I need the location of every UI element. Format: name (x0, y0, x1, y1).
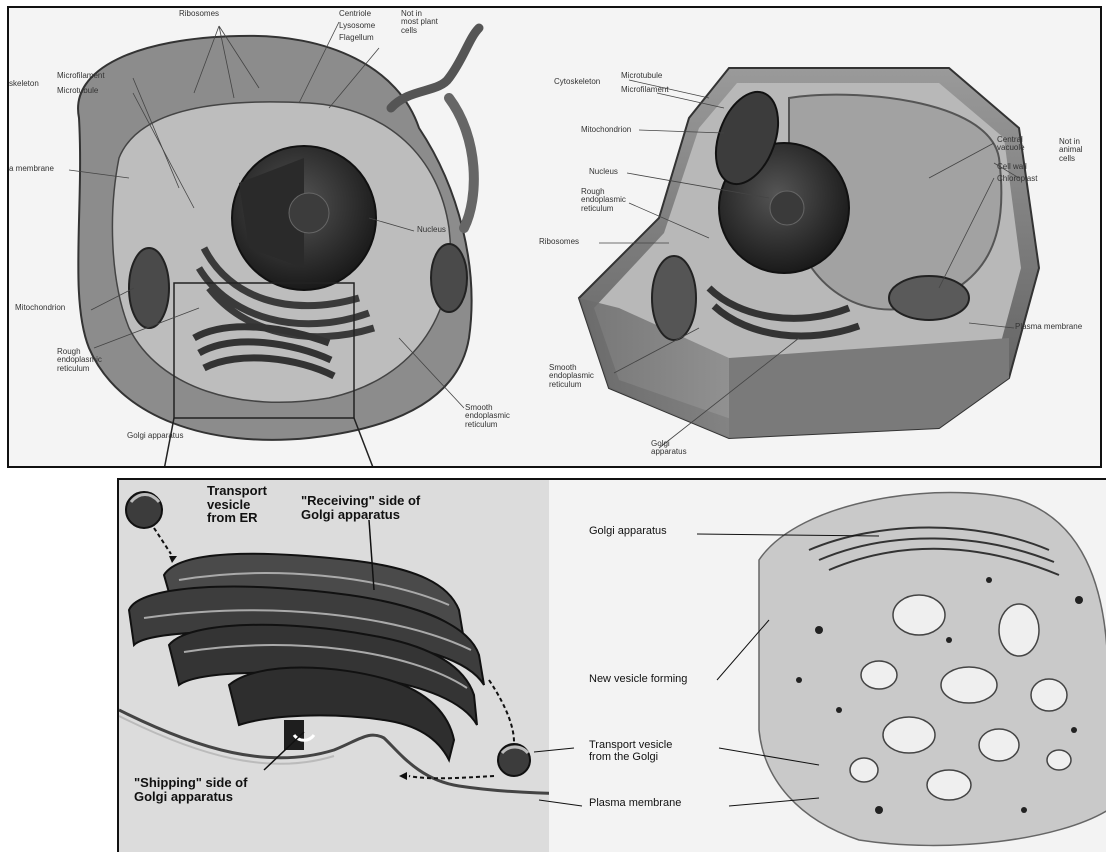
plant-label-plasma-membrane: Plasma membrane (1015, 323, 1082, 331)
label-transport-vesicle-er: Transport vesicle from ER (207, 484, 267, 525)
label-transport-vesicle-golgi: Transport vesicle from the Golgi (589, 740, 672, 763)
animal-label-ribosomes: Ribosomes (179, 10, 219, 18)
plant-label-cell-wall: Cell wall (997, 163, 1027, 171)
plant-label-ribosomes: Ribosomes (539, 238, 579, 246)
animal-label-mitochondrion: Mitochondrion (15, 304, 65, 312)
label-receiving-side: "Receiving" side of Golgi apparatus (301, 494, 420, 521)
plant-label-central-vacuole: Central vacuole (997, 136, 1025, 153)
animal-label-centriole: Centriole (339, 10, 371, 18)
animal-label-golgi: Golgi apparatus (127, 432, 183, 440)
animal-label-microfilament: Microfilament (57, 72, 105, 80)
plant-label-microfilament: Microfilament (621, 86, 669, 94)
animal-cell-drawing (69, 22, 479, 468)
animal-label-rough-er: Rough endoplasmic reticulum (57, 348, 102, 373)
animal-label-smooth-er: Smooth endoplasmic reticulum (465, 404, 510, 429)
animal-label-lysosome: Lysosome (339, 22, 375, 30)
plant-cell-drawing (579, 68, 1039, 448)
plant-label-smooth-er: Smooth endoplasmic reticulum (549, 364, 594, 389)
label-shipping-side: "Shipping" side of Golgi apparatus (134, 776, 247, 803)
label-plasma-membrane: Plasma membrane (589, 798, 681, 810)
plant-label-nucleus: Nucleus (589, 168, 618, 176)
label-new-vesicle-forming: New vesicle forming (589, 674, 687, 686)
plant-label-rough-er: Rough endoplasmic reticulum (581, 188, 626, 213)
animal-label-not-in-plant: Not in most plant cells (401, 10, 438, 35)
plant-label-mitochondrion: Mitochondrion (581, 126, 631, 134)
plant-label-golgi: Golgi apparatus (651, 440, 687, 457)
plant-label-not-in-animal: Not in animal cells (1059, 138, 1083, 163)
animal-label-cytoskeleton: skeleton (9, 80, 39, 88)
bottom-panel: Transport vesicle from ER "Receiving" si… (117, 478, 1106, 852)
animal-label-microtubule: Microtubule (57, 87, 98, 95)
plant-label-microtubule: Microtubule (621, 72, 662, 80)
animal-label-nucleus: Nucleus (417, 226, 446, 234)
label-golgi-apparatus: Golgi apparatus (589, 526, 667, 538)
animal-label-plasma-membrane: a membrane (9, 165, 54, 173)
animal-label-flagellum: Flagellum (339, 34, 374, 42)
plant-label-chloroplast: Chloroplast (997, 175, 1037, 183)
top-panel: Ribosomes Centriole Lysosome Flagellum N… (7, 6, 1102, 468)
plant-label-cytoskeleton: Cytoskeleton (554, 78, 600, 86)
